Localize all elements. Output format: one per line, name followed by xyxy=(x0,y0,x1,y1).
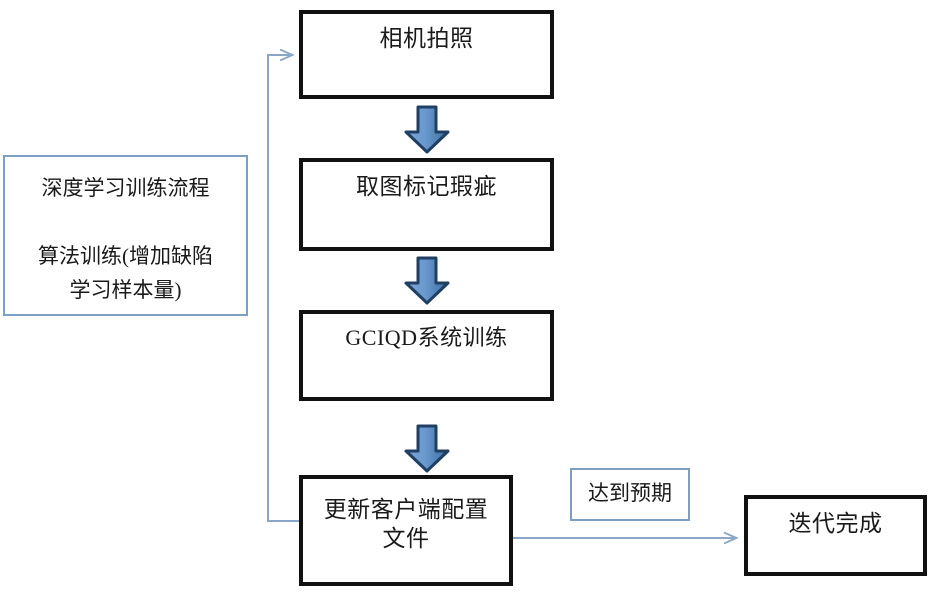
node-update-client-config-file-label: 更新客户端配置 文件 xyxy=(323,497,489,552)
block-arrow-mark-to-train xyxy=(401,256,453,306)
node-update-client-config-file: 更新客户端配置 文件 xyxy=(299,475,513,586)
deep-learning-training-process-note: 深度学习训练流程 算法训练(增加缺陷 学习样本量) xyxy=(3,155,248,316)
node-iteration-complete-label: 迭代完成 xyxy=(788,511,883,536)
node-camera-capture: 相机拍照 xyxy=(299,10,554,99)
node-gciqd-system-training: GCIQD系统训练 xyxy=(299,310,554,401)
edge-label-meets-expectation-label: 达到预期 xyxy=(588,481,672,505)
block-arrow-capture-to-mark xyxy=(401,105,453,155)
node-iteration-complete: 迭代完成 xyxy=(744,495,927,576)
node-gciqd-system-training-label: GCIQD系统训练 xyxy=(345,325,508,350)
feedback-loop-arrow xyxy=(267,55,299,522)
node-mark-defects-label: 取图标记瑕疵 xyxy=(356,174,497,199)
node-mark-defects: 取图标记瑕疵 xyxy=(299,158,554,251)
block-arrow-train-to-update xyxy=(401,424,453,474)
node-camera-capture-label: 相机拍照 xyxy=(379,26,474,51)
deep-learning-training-process-note-label: 深度学习训练流程 算法训练(增加缺陷 学习样本量) xyxy=(38,176,213,303)
edge-label-meets-expectation: 达到预期 xyxy=(570,468,690,521)
